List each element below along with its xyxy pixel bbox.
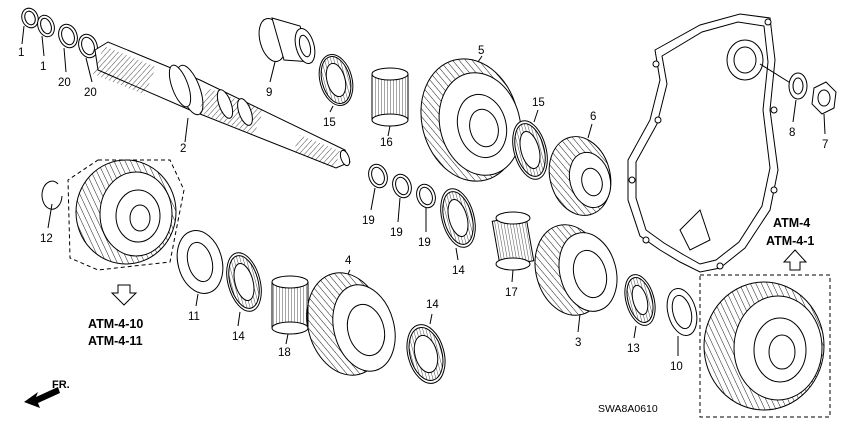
left-clutch-assembly (75, 159, 177, 265)
part-label-14b: 14 (232, 331, 245, 343)
case-gasket (627, 13, 779, 273)
thrust-bearing-14c (406, 324, 446, 384)
part-label-14c: 14 (426, 299, 439, 311)
mainshaft (92, 41, 351, 169)
part-label-14a: 14 (452, 265, 465, 277)
gear-6 (548, 136, 612, 216)
part-label-20b: 20 (84, 87, 97, 99)
part-label-9: 9 (266, 87, 272, 99)
front-direction-arrow (24, 387, 60, 408)
part-label-15a: 15 (323, 117, 336, 129)
thrust-plate-11 (176, 230, 224, 294)
ref-label-atm-4-1: ATM-4-1 (766, 234, 814, 248)
left-clutch-box (67, 159, 185, 271)
gear-4 (306, 272, 396, 376)
part-label-13: 13 (627, 343, 640, 355)
part-label-7: 7 (822, 139, 828, 151)
needle-bearing-18 (271, 275, 309, 335)
washer-20a (58, 23, 78, 49)
part-label-16: 16 (380, 137, 393, 149)
snap-ring-1a (21, 7, 39, 29)
lock-nut-7 (811, 81, 837, 115)
part-label-6: 6 (590, 111, 596, 123)
front-direction-label: FR. (52, 379, 70, 391)
up-arrow (782, 249, 808, 271)
snap-ring-12 (41, 180, 63, 210)
part-label-18: 18 (278, 347, 291, 359)
sleeve-9 (258, 17, 316, 65)
gear-3 (534, 224, 618, 316)
right-clutch-box (699, 274, 831, 418)
part-label-1b: 1 (40, 61, 46, 73)
gear-5 (420, 58, 522, 182)
right-clutch-assembly (703, 281, 825, 411)
part-label-2: 2 (180, 143, 186, 155)
part-label-8: 8 (789, 127, 795, 139)
part-label-19a: 19 (362, 215, 375, 227)
washer-19c (416, 183, 436, 209)
collar-10 (666, 288, 698, 336)
part-label-1a: 1 (18, 47, 24, 59)
part-label-15b: 15 (532, 97, 545, 109)
part-label-19b: 19 (390, 227, 403, 239)
part-label-3: 3 (575, 337, 581, 349)
down-arrow (110, 284, 138, 306)
diagram-code: SWA8A0610 (598, 403, 658, 415)
washer-19b (392, 173, 412, 199)
part-label-11: 11 (188, 311, 200, 323)
thrust-bearing-14b (226, 252, 262, 312)
part-label-4: 4 (345, 255, 352, 267)
thrust-bearing-14a (440, 188, 476, 248)
thrust-bearing-15a (318, 54, 354, 106)
part-label-20a: 20 (58, 77, 71, 89)
washer-20b (78, 33, 98, 59)
ref-label-atm-4-10: ATM-4-10 (88, 317, 143, 331)
washer-8 (788, 72, 808, 100)
washer-19a (368, 163, 388, 189)
case-bearing (726, 39, 793, 85)
needle-bearing-16 (371, 67, 409, 127)
part-label-19c: 19 (418, 237, 431, 249)
thrust-bearing-15b (512, 120, 548, 180)
part-label-12: 12 (40, 233, 53, 245)
ref-label-atm-4-11: ATM-4-11 (88, 334, 143, 348)
ref-label-atm-4: ATM-4 (773, 216, 810, 230)
snap-ring-1b (37, 14, 55, 38)
part-label-5: 5 (478, 45, 484, 57)
part-label-10: 10 (670, 361, 683, 373)
thrust-bearing-13 (624, 274, 656, 326)
needle-bearing-17 (491, 211, 535, 271)
part-label-17: 17 (505, 287, 518, 299)
